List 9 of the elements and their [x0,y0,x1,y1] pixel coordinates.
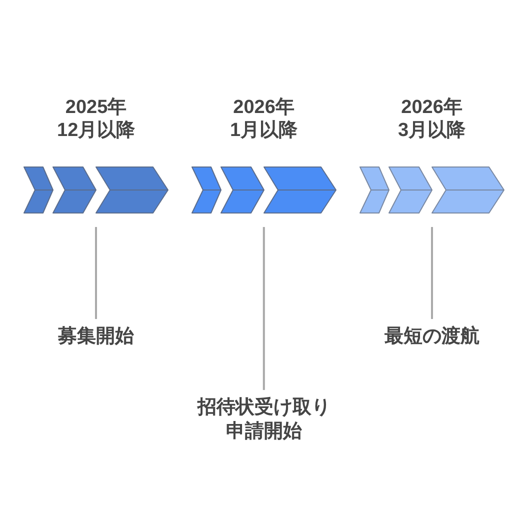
milestone-label: 招待状受け取り申請開始 [196,390,332,444]
leader-line [431,227,433,319]
leader-line [95,227,97,319]
leader-line [262,227,265,390]
date-label: 2026年1月以降 [230,96,298,142]
date-label: 2026年3月以降 [398,96,466,142]
milestone-label: 募集開始 [58,319,134,349]
milestone-label: 最短の渡航 [384,319,480,349]
date-label: 2025年12月以降 [57,96,136,142]
